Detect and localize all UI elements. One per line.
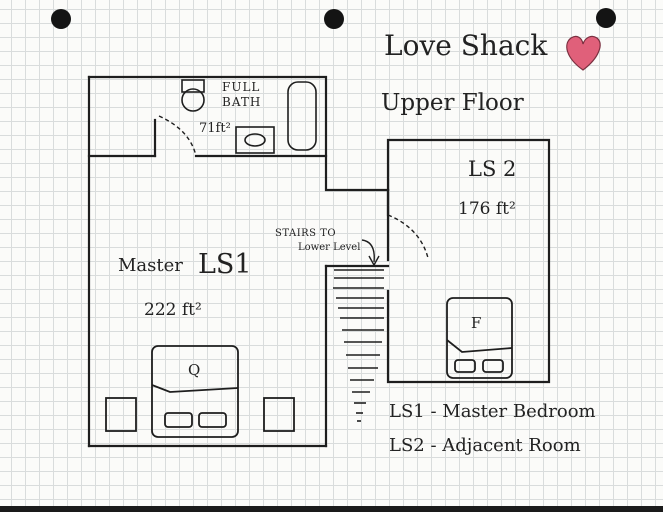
- arrow-down-icon: [368, 255, 380, 267]
- nightstand-icon: [263, 397, 295, 432]
- master-code: LS1: [198, 249, 252, 280]
- ls2-area: 176 ft²: [458, 199, 516, 219]
- binder-hole: [324, 9, 344, 29]
- toilet-icon: [181, 88, 205, 112]
- ls2-code: LS 2: [468, 157, 516, 181]
- door-swing: [387, 214, 429, 259]
- stairs-label: Lower Level: [298, 242, 360, 253]
- master-area: 222 ft²: [144, 300, 202, 320]
- bathtub-icon: [287, 81, 317, 151]
- toilet-icon: [181, 79, 205, 93]
- legend-item: LS1 - Master Bedroom: [389, 401, 596, 422]
- bath-label: BATH: [222, 95, 261, 109]
- queen-bed-label: Q: [188, 361, 200, 379]
- stairs-label: STAIRS TO: [275, 228, 336, 239]
- wall-ls2: [386, 138, 551, 384]
- wall-north: [87, 75, 390, 192]
- bath-label: FULL: [222, 80, 260, 94]
- sink-icon: [235, 126, 275, 154]
- queen-bed-icon: [151, 345, 239, 438]
- binder-hole: [51, 9, 71, 29]
- full-bed-label: F: [471, 314, 481, 332]
- master-name: Master: [118, 255, 183, 276]
- door-swing: [158, 115, 197, 157]
- plan-subtitle: Upper Floor: [381, 90, 524, 116]
- sink-icon: [244, 133, 266, 147]
- stairs: [333, 269, 384, 422]
- heart-icon: [566, 35, 601, 71]
- nightstand-icon: [105, 397, 137, 432]
- full-bed-icon: [446, 297, 513, 379]
- arrow-down-icon: [361, 239, 375, 263]
- binder-hole: [596, 8, 616, 28]
- page-edge: [0, 506, 663, 512]
- bath-area: 71ft²: [199, 121, 231, 136]
- legend-item: LS2 - Adjacent Room: [389, 435, 581, 456]
- plan-title: Love Shack: [384, 29, 548, 62]
